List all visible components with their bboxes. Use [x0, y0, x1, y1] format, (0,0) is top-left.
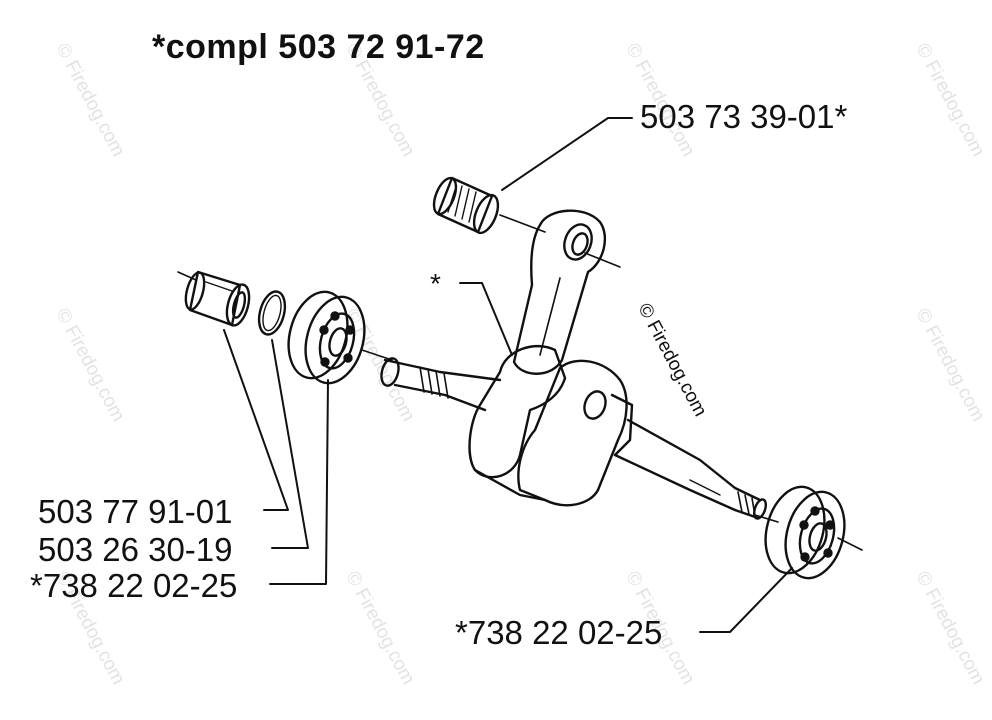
- leader-part-d: [699, 567, 793, 633]
- crankshaft: [380, 345, 768, 520]
- needle-bearing: [432, 176, 500, 235]
- kit-title: *compl 503 72 91-72: [152, 28, 485, 66]
- leader-part-a: [223, 329, 289, 511]
- connecting-rod: [512, 209, 607, 375]
- leader-part-c: [269, 379, 329, 585]
- leader-needle-bearing: [501, 117, 633, 191]
- left-bushing: [184, 270, 251, 327]
- label-needle-bearing: 503 73 39-01*: [640, 98, 848, 135]
- label-crankshaft: *: [430, 268, 441, 299]
- leader-part-b: [271, 339, 309, 549]
- label-part-c: *738 22 02-25: [30, 567, 238, 604]
- leader-crankshaft: [459, 282, 513, 356]
- leader-lines: [223, 117, 793, 633]
- label-part-d: *738 22 02-25: [455, 614, 663, 651]
- label-part-a: 503 77 91-01: [38, 493, 233, 530]
- label-part-b: 503 26 30-19: [38, 531, 233, 568]
- o-ring: [257, 290, 287, 336]
- right-ball-bearing: [764, 485, 846, 580]
- left-ball-bearing: [287, 290, 366, 385]
